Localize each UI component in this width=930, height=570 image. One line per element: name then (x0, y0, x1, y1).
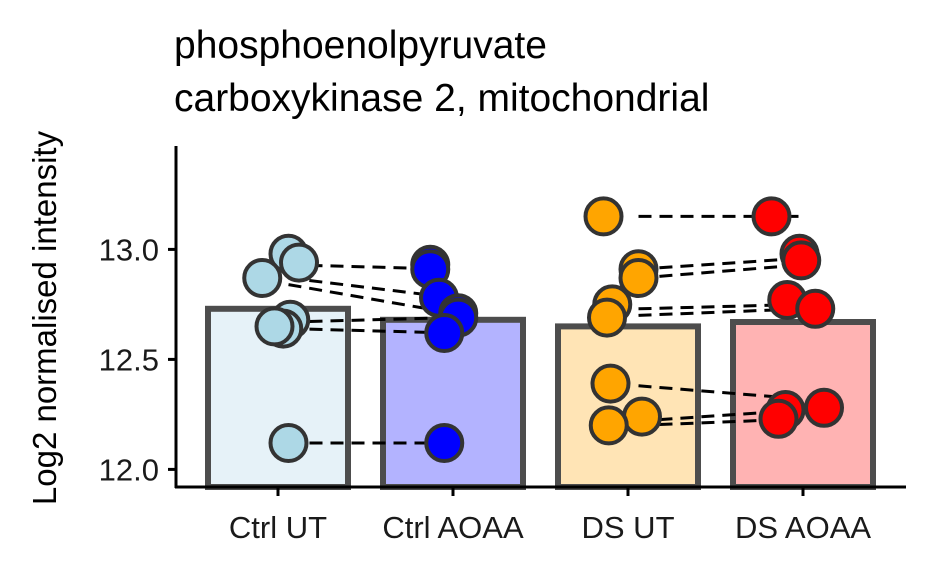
pair-line-8 (638, 263, 804, 280)
point-28 (758, 398, 799, 439)
point-26 (795, 288, 836, 329)
point-19 (590, 363, 631, 404)
y-ticks-layer: 12.0 12.5 13.0 (99, 232, 176, 487)
point-22 (751, 196, 792, 237)
point-6 (268, 423, 309, 463)
y-axis-title: Log2 normalised intensity (26, 130, 63, 505)
x-tick-label-3: DS AOAA (735, 510, 871, 545)
point-5 (254, 306, 295, 347)
point-14 (583, 196, 624, 237)
axes-layer (174, 146, 906, 489)
points-layer (242, 196, 844, 463)
point-20 (622, 396, 662, 437)
point-16 (618, 258, 659, 298)
x-ticks-layer: Ctrl UT Ctrl AOAA DS UT DS AOAA (229, 487, 871, 545)
y-tick-label-0: 12.0 (99, 452, 159, 487)
pair-line-7 (638, 256, 804, 271)
chart-title-line-1: phosphoenolpyruvate (174, 24, 547, 67)
x-tick-label-2: DS UT (582, 510, 675, 545)
point-29 (804, 387, 844, 428)
point-18 (587, 297, 627, 338)
x-tick-label-1: Ctrl AOAA (382, 510, 524, 545)
point-13 (424, 423, 465, 463)
paired-lines-layer (288, 214, 804, 445)
point-2 (242, 258, 283, 298)
point-21 (588, 405, 629, 446)
point-12 (424, 313, 465, 353)
pair-line-2 (288, 283, 454, 315)
chart-title: phosphoenolpyruvate carboxykinase 2, mit… (174, 24, 709, 120)
pair-line-3 (288, 316, 454, 324)
chart-title-line-2: carboxykinase 2, mitochondrial (174, 77, 709, 120)
y-tick-label-2: 13.0 (99, 232, 159, 267)
point-24 (781, 240, 822, 281)
y-tick-label-1: 12.5 (99, 342, 159, 377)
point-1 (279, 242, 319, 283)
x-tick-label-0: Ctrl UT (229, 510, 327, 545)
